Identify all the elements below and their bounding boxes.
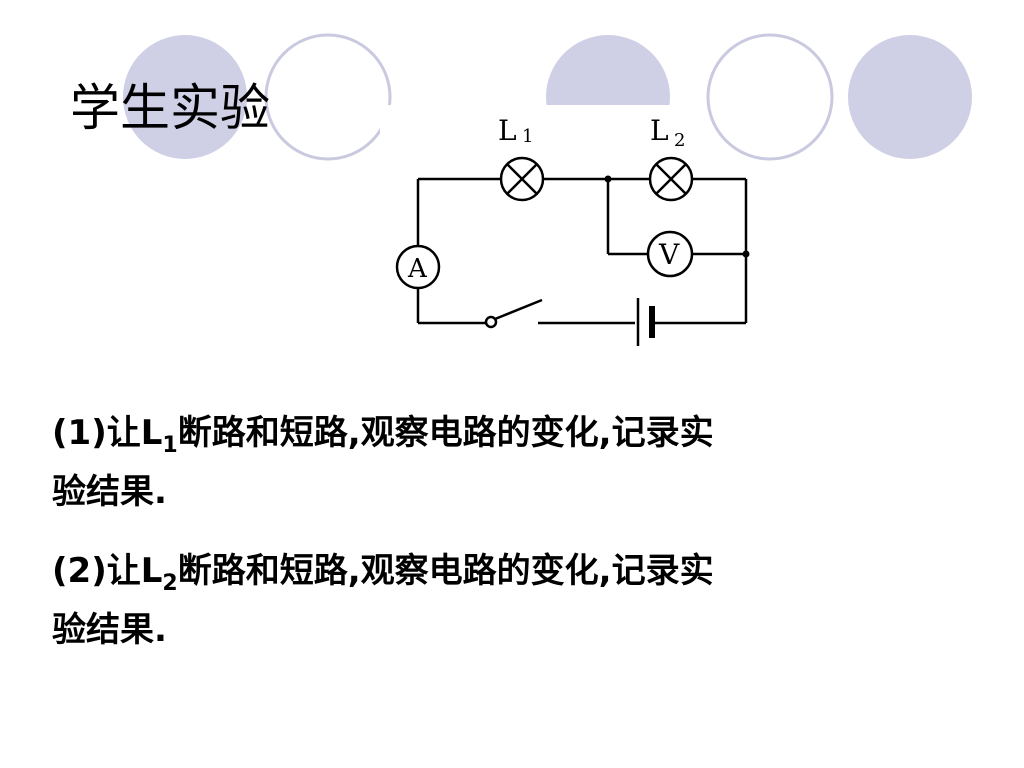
slide-title: 学生实验 xyxy=(70,79,270,137)
item-2-subscript: 2 xyxy=(162,571,178,596)
deco-circle-5 xyxy=(848,35,972,159)
lamp-l2-symbol xyxy=(648,156,694,202)
decorative-circles xyxy=(123,33,972,180)
item-2-lamp: L xyxy=(140,551,163,591)
item-2-prefix: (2)让 xyxy=(52,551,141,591)
voltmeter-label: V xyxy=(658,238,680,271)
question-item-2: (2)让L2断路和短路,观察电路的变化,记录实 验结果. xyxy=(52,548,932,653)
item-1-prefix: (1)让 xyxy=(52,413,141,453)
item-1-subscript: 1 xyxy=(162,433,178,458)
item-1-text-line2: 验结果. xyxy=(52,472,167,512)
deco-circle-1 xyxy=(123,35,247,159)
item-2-text-line1: 断路和短路,观察电路的变化,记录实 xyxy=(177,551,714,591)
ammeter-symbol xyxy=(395,244,441,290)
voltmeter-symbol xyxy=(646,230,694,278)
circuit-diagram: L 1 L 2 V A xyxy=(395,114,750,346)
lamp-l1-label: L xyxy=(498,114,517,147)
question-item-1: (1)让L1断路和短路,观察电路的变化,记录实 验结果. xyxy=(52,410,932,515)
deco-circle-4 xyxy=(706,33,834,161)
item-1-lamp: L xyxy=(140,413,163,453)
switch-symbol xyxy=(484,298,543,329)
item-1-text-line1: 断路和短路,观察电路的变化,记录实 xyxy=(177,413,714,453)
lamp-l1-symbol xyxy=(499,156,545,202)
deco-circle-2 xyxy=(264,33,392,161)
lamp-l1-subscript: 1 xyxy=(522,126,533,147)
battery-symbol xyxy=(636,298,655,346)
lamp-l2-label: L xyxy=(650,114,669,147)
ammeter-label: A xyxy=(407,254,428,284)
item-2-text-line2: 验结果. xyxy=(52,610,167,650)
lamp-l2-subscript: 2 xyxy=(674,130,685,151)
